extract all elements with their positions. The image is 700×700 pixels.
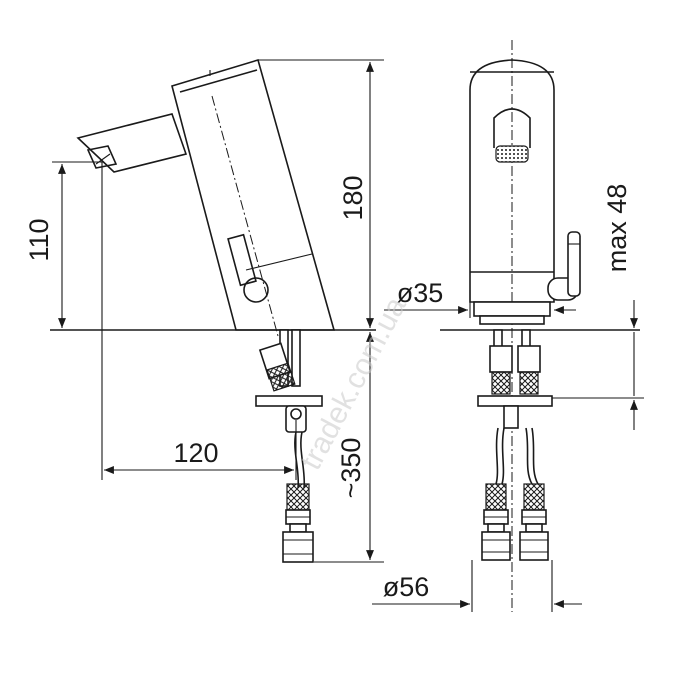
side-lever bbox=[567, 231, 581, 297]
dim-label-350: ~350 bbox=[336, 438, 366, 499]
dim-label-120: 120 bbox=[173, 438, 218, 468]
hose-braid-right bbox=[523, 483, 545, 511]
dim-label-56: ø56 bbox=[383, 572, 430, 602]
aerator-mesh bbox=[495, 145, 529, 163]
mounting-plate-front bbox=[477, 395, 553, 407]
dim-label-48: max 48 bbox=[602, 184, 632, 273]
hose-left-front bbox=[495, 427, 499, 485]
faucet-body-side bbox=[171, 58, 336, 331]
hose-nut-side bbox=[282, 531, 314, 563]
hose-nut-left bbox=[481, 531, 511, 561]
hose-braid-side bbox=[286, 483, 310, 511]
aerator bbox=[493, 108, 531, 148]
hose-nut-right bbox=[519, 531, 549, 561]
sensor-lens-side bbox=[243, 277, 269, 303]
hose-right-front bbox=[525, 427, 533, 485]
side-view bbox=[50, 58, 376, 563]
sensor-window-side bbox=[227, 233, 257, 287]
hose-braid-left bbox=[485, 483, 507, 511]
mounting-plate-side bbox=[255, 395, 323, 407]
dim-label-180: 180 bbox=[338, 175, 368, 220]
dim-label-35: ø35 bbox=[397, 278, 444, 308]
front-view bbox=[440, 40, 640, 612]
dim-label-110: 110 bbox=[24, 218, 54, 261]
dimension-labels: 180 110 120 ~350 ø35 ø56 max 48 bbox=[24, 175, 632, 602]
dimension-lines bbox=[52, 59, 644, 612]
